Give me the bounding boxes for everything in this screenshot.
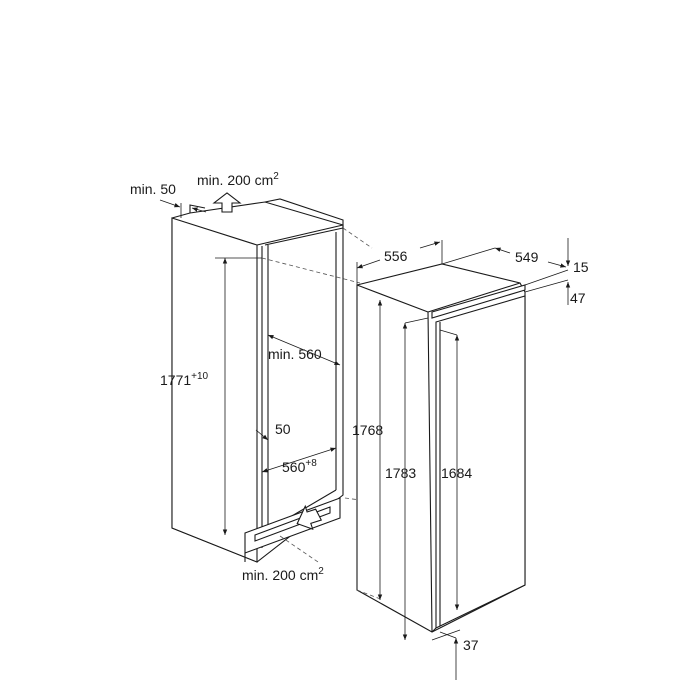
appliance-hinge-bar bbox=[431, 284, 526, 319]
cabinet-height-label: 1771+10 bbox=[160, 371, 209, 388]
appliance-drawing bbox=[356, 238, 571, 680]
total-height-label: 1783 bbox=[385, 465, 416, 481]
cabinet-depth-label: min. 560 bbox=[268, 346, 322, 362]
side-height-label: 1768 bbox=[352, 422, 383, 438]
top-offset-label: 15 bbox=[573, 259, 589, 275]
appliance-door bbox=[435, 295, 526, 629]
top-vent-arrow-icon bbox=[212, 192, 242, 213]
appliance-width-label: 556 bbox=[384, 248, 408, 264]
top-vent-label: min. 200 cm2 bbox=[197, 171, 279, 188]
bottom-vent-label: min. 200 cm2 bbox=[242, 566, 324, 583]
bottom-vent-arrow-icon bbox=[296, 504, 323, 530]
cabinet-width-label: 560+8 bbox=[282, 458, 317, 475]
top-gap-label: min. 50 bbox=[130, 181, 176, 197]
door-gap-label: 50 bbox=[275, 421, 291, 437]
appliance-depth-label: 549 bbox=[515, 249, 539, 265]
hinge-offset-label: 47 bbox=[570, 290, 586, 306]
cabinet-side-panel bbox=[171, 217, 258, 563]
cabinet-drawing bbox=[159, 192, 373, 563]
bottom-offset-label: 37 bbox=[463, 637, 479, 653]
door-height-label: 1684 bbox=[441, 465, 472, 481]
